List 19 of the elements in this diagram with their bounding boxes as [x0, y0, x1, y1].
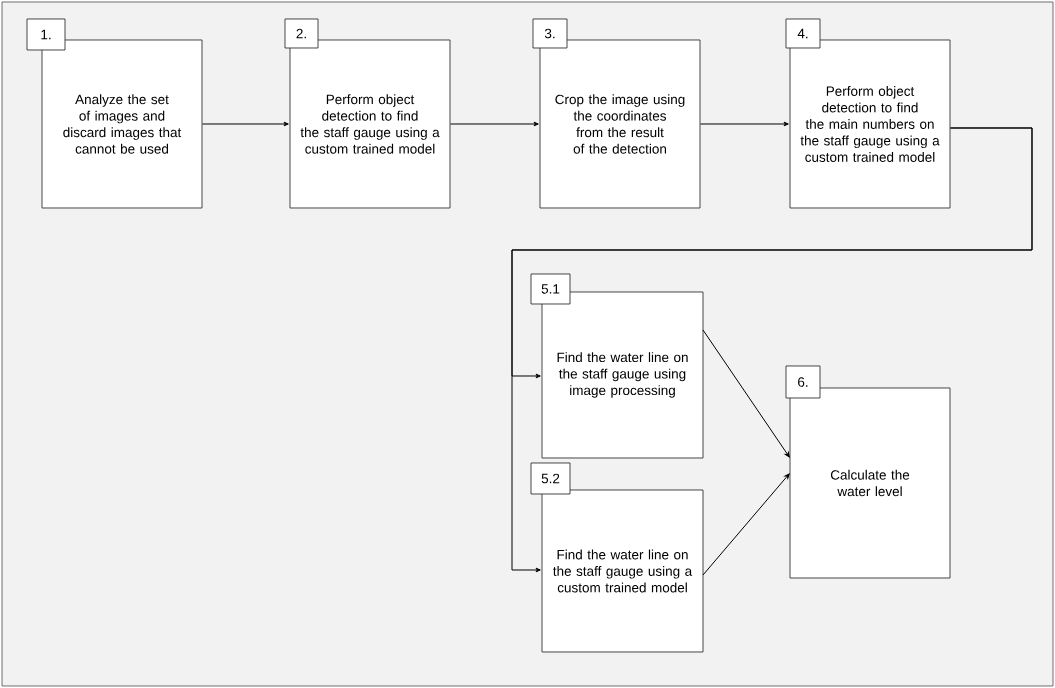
node-label: 6.: [798, 377, 808, 387]
process-box: Analyze the set of images and discard images that cannot be used 1.: [26, 18, 203, 209]
node-label: 2.: [296, 28, 306, 39]
arrow: [449, 121, 539, 127]
node-label: 5.2: [541, 473, 560, 484]
process-box: Find the water line on the staff gauge using a custom trained model 5.2: [530, 462, 704, 653]
node-label: 4.: [797, 28, 808, 39]
arrow: [702, 473, 790, 576]
node-label: 3.: [544, 28, 555, 39]
arrow: [702, 329, 790, 458]
arrow: [699, 121, 789, 127]
process-box: Find the water line on the staff gauge using image processing 5.1: [530, 273, 704, 459]
arrow: [511, 127, 1033, 573]
process-box: Calculate the water level 6.: [785, 365, 951, 579]
node-label: 1.: [41, 29, 51, 40]
process-box: Perform object detection to find the staff gauge using a custom trained model 2.: [284, 18, 451, 209]
process-box: Perform object detection to find the main numbers on the staff gauge using a custom trained model 4.: [785, 18, 951, 209]
process-box: Crop the image using the coordinates from the result of the detection 3.: [532, 18, 701, 209]
arrow: [201, 121, 289, 127]
